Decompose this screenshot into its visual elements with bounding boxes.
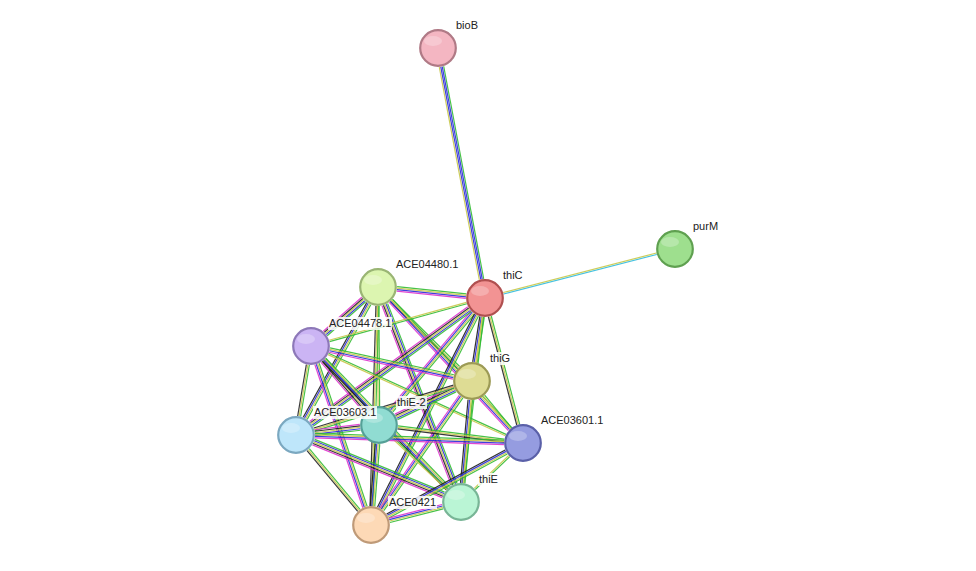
node-label: bioB — [455, 19, 479, 32]
node-label: ACE04478.1 — [328, 317, 392, 330]
interaction-edge — [378, 314, 479, 509]
protein-node: ACE0421 — [352, 506, 390, 544]
node-circle — [453, 362, 491, 400]
node-label: purM — [692, 220, 719, 233]
interaction-edge — [439, 66, 483, 279]
interaction-edge — [483, 395, 511, 429]
node-label: thiC — [502, 269, 524, 282]
protein-node: ACE04478.1 — [292, 327, 330, 365]
protein-node: thiC — [466, 279, 504, 317]
interaction-edge — [298, 364, 310, 416]
protein-node: purM — [656, 230, 694, 268]
node-label: thiE — [478, 473, 499, 486]
node-circle — [352, 506, 390, 544]
protein-node: thiE — [442, 483, 480, 521]
node-circle — [656, 230, 694, 268]
interaction-edge — [315, 433, 504, 444]
protein-node: bioB — [419, 29, 457, 67]
node-circle — [419, 29, 457, 67]
node-circle — [466, 279, 504, 317]
node-label: ACE0421 — [388, 496, 437, 509]
protein-node: ACE03601.1 — [504, 424, 542, 462]
node-label: ACE03603.1 — [313, 406, 377, 419]
protein-node: ACE04480.1 — [359, 268, 397, 306]
protein-node: ACE03603.1 — [277, 416, 315, 454]
protein-node: thiG — [453, 362, 491, 400]
node-circle — [442, 483, 480, 521]
node-circle — [504, 424, 542, 462]
node-circle — [359, 268, 397, 306]
node-label: ACE03601.1 — [540, 414, 604, 427]
node-label: thiE-2 — [396, 396, 427, 409]
interaction-edge — [397, 287, 467, 299]
node-label: thiG — [489, 352, 511, 365]
node-circle — [277, 416, 315, 454]
interaction-edge — [503, 253, 657, 294]
node-label: ACE04480.1 — [395, 258, 459, 271]
interaction-edge — [370, 444, 379, 506]
interaction-edge — [307, 449, 360, 512]
interaction-edge — [312, 439, 444, 497]
node-circle — [292, 327, 330, 365]
